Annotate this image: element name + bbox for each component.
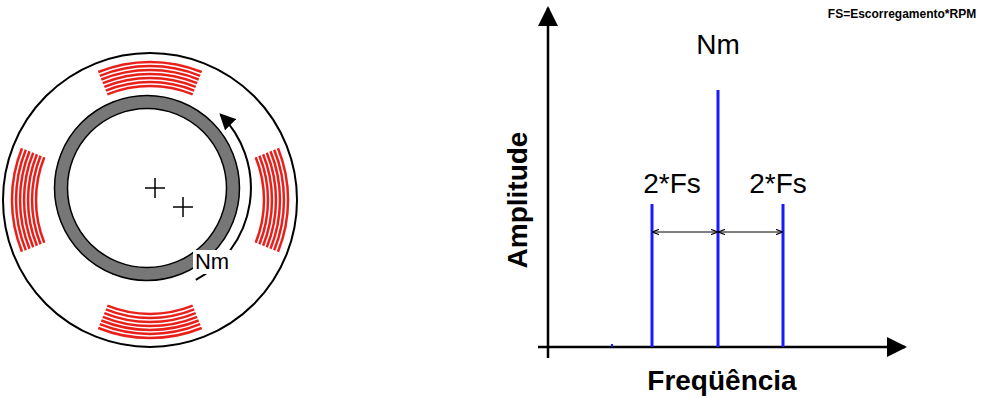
spacing-arrow <box>719 232 782 233</box>
sideband-label: 2*Fs <box>643 170 701 198</box>
formula-note: FS=Escorregamento*RPM <box>828 8 976 20</box>
winding-coil <box>107 306 192 314</box>
winding-coil <box>32 156 41 244</box>
stator-windings <box>12 62 288 338</box>
winding-coil <box>12 148 22 251</box>
peak-label: Nm <box>696 31 740 59</box>
rotation-label: Nm <box>193 250 231 274</box>
axis-title: Freqüência <box>647 367 796 395</box>
winding-coil <box>36 157 44 242</box>
rotor-ring <box>61 102 233 274</box>
rotor-inner-edge <box>68 109 227 268</box>
winding-coil <box>98 62 201 72</box>
sideband-label: 2*Fs <box>749 170 807 198</box>
spectral-lines <box>652 90 783 347</box>
axis-tick <box>611 344 613 347</box>
stator-outline <box>3 53 297 347</box>
y-axis <box>547 8 550 358</box>
x-axis <box>538 346 905 349</box>
winding-coil <box>98 328 201 338</box>
winding-coil <box>256 157 264 242</box>
winding-coil <box>106 82 194 91</box>
axis-title: Amplitude <box>504 132 532 269</box>
spacing-arrow <box>653 232 717 233</box>
winding-coil <box>107 86 192 94</box>
rotor-outer-edge <box>55 96 240 281</box>
winding-coil <box>106 309 194 318</box>
winding-coil <box>259 156 268 244</box>
winding-coil <box>278 148 288 251</box>
center-marks <box>145 178 193 217</box>
